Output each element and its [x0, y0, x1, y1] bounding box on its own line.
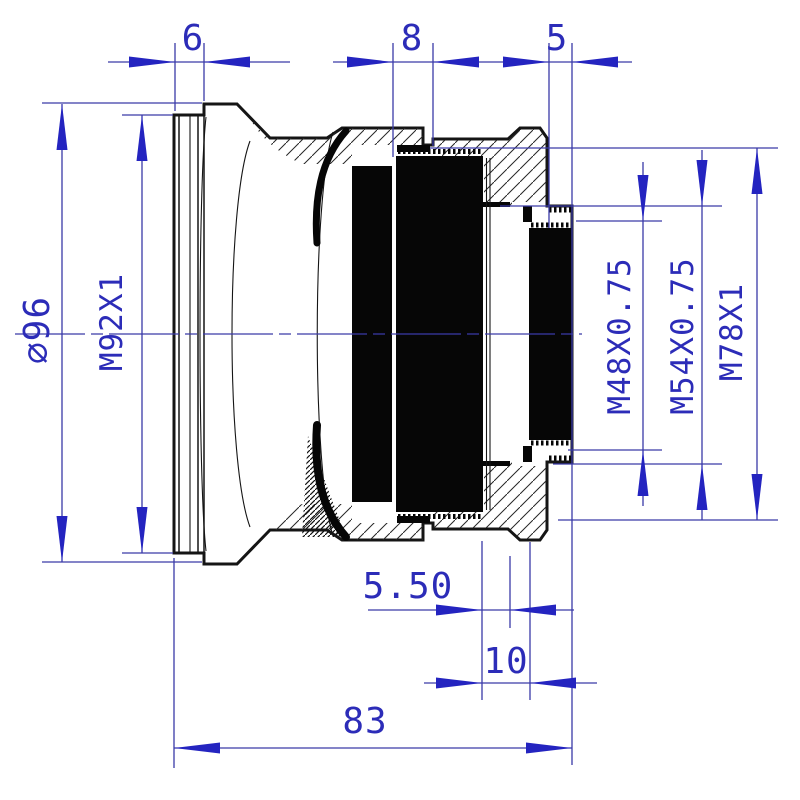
dim-label-5: 5: [546, 18, 569, 59]
tab-upper: [523, 206, 532, 222]
dim-label-m48x075: M48X0.75: [602, 257, 638, 414]
flange-step-upper: [483, 202, 510, 207]
flange-step-lower: [483, 461, 510, 466]
dim-label-83: 83: [342, 701, 387, 742]
dim-label-8: 8: [401, 18, 424, 59]
tab-lower: [523, 446, 532, 462]
ledge-lower: [397, 516, 430, 523]
ledge-upper: [397, 145, 430, 152]
dim-label-10: 10: [483, 641, 528, 682]
dim-label-6: 6: [182, 18, 205, 59]
dim-label-diameter-96: ∅96: [17, 296, 58, 364]
dim-label-m54x075: M54X0.75: [665, 257, 701, 414]
lens-edge-upper: [312, 127, 350, 247]
lens-edge-lower: [312, 421, 350, 541]
front-bore-line: [199, 116, 207, 552]
dim-label-5-50: 5.50: [363, 566, 454, 607]
dim-label-m78x1: M78X1: [714, 283, 750, 381]
dim-label-m92x1: M92X1: [94, 273, 130, 371]
dimension-labels: 6 8 5 ∅96 M92X1 M48X0.75 M54X0.75 M78X1 …: [17, 18, 750, 742]
dimension-lines: [15, 43, 778, 768]
